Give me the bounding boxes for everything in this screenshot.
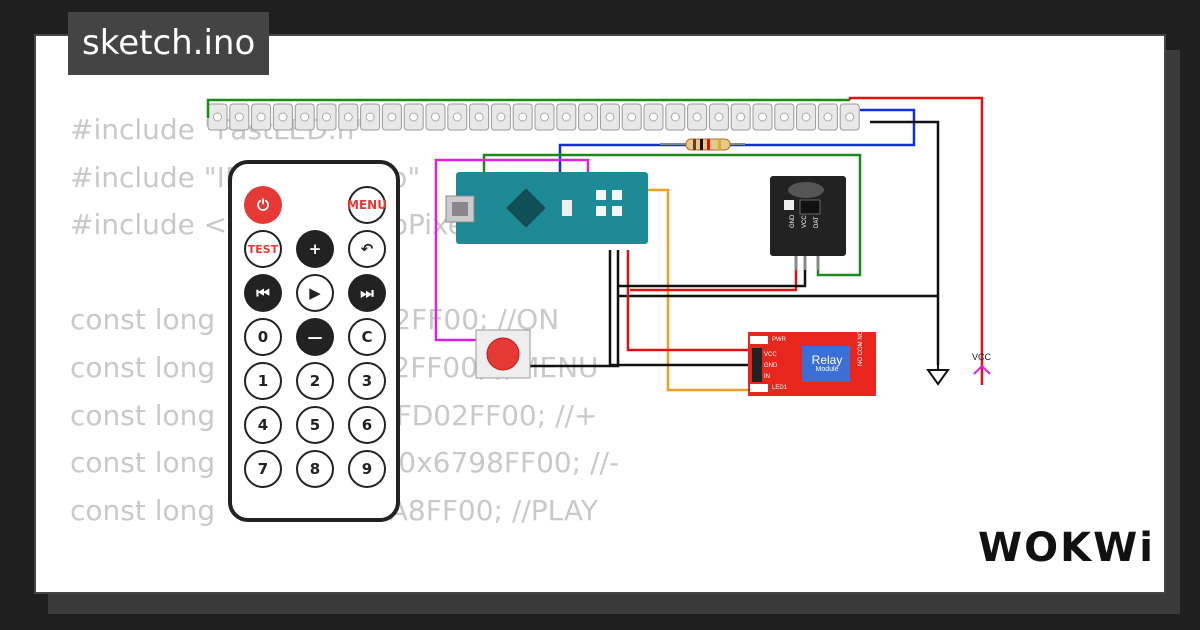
led-pixel-lens: [692, 112, 702, 122]
led-pixel-lens: [801, 112, 811, 122]
arduino-nano[interactable]: [445, 172, 648, 244]
relay-terminals: NO COM NC: [858, 331, 864, 366]
wire-red-ir: [630, 252, 798, 292]
relay-led-pwr: PWR: [772, 337, 786, 343]
relay-pin-gnd: GND: [764, 363, 778, 369]
led-pixel-lens: [474, 112, 484, 122]
remote-button-c[interactable]: C: [348, 318, 386, 356]
led-pixel-lens: [322, 112, 331, 122]
wire-black-gnd: [870, 120, 940, 365]
remote-button-next[interactable]: ⏭: [348, 274, 386, 312]
wire-black-ir: [618, 252, 807, 288]
remote-button-play[interactable]: ▶: [296, 274, 334, 312]
relay-led-1: LED1: [772, 385, 788, 391]
sketch-title: sketch.ino: [68, 12, 270, 75]
remote-button-6[interactable]: 6: [348, 406, 386, 444]
remote-button-0[interactable]: 0: [244, 318, 282, 356]
wire-red-relay: [626, 250, 748, 352]
remote-button-9[interactable]: 9: [348, 450, 386, 488]
led-pixel-lens: [409, 112, 419, 122]
led-pixel-lens: [213, 112, 222, 122]
relay-label: Relay: [811, 353, 843, 367]
led-pixel-lens: [431, 112, 440, 122]
wokwi-logo: WOKWi: [978, 525, 1155, 571]
remote-button-3[interactable]: 3: [348, 362, 386, 400]
ir-pin-vcc-label: VCC: [802, 215, 808, 228]
ir-pin-gnd-label: GND: [790, 214, 796, 228]
relay-pin-in: IN: [764, 374, 770, 380]
led-pixel-lens: [583, 112, 593, 122]
remote-button-prev[interactable]: ⏮: [244, 274, 282, 312]
led-pixel-lens: [627, 112, 637, 122]
led-pixel-lens: [278, 112, 288, 122]
led-pixel-lens: [823, 112, 833, 122]
relay-sublabel: Module: [815, 366, 839, 373]
led-pixel-lens: [649, 112, 658, 122]
led-strip[interactable]: [207, 103, 860, 131]
relay-label-group: Relay Module: [805, 354, 849, 374]
wire-red-vcc: [848, 96, 984, 385]
remote-button-power[interactable]: ⏻: [244, 186, 282, 224]
led-pixel-lens: [670, 112, 680, 122]
relay-pin-vcc: VCC: [764, 352, 777, 358]
led-pixel-lens: [736, 112, 746, 122]
led-pixel-lens: [452, 112, 462, 122]
ir-pin-dat-label: DAT: [814, 216, 820, 228]
remote-button-7[interactable]: 7: [244, 450, 282, 488]
led-pixel-lens: [605, 112, 615, 122]
wire-green-strip: [206, 98, 850, 118]
push-button[interactable]: [475, 329, 531, 379]
remote-button-4[interactable]: 4: [244, 406, 282, 444]
remote-button-2[interactable]: 2: [296, 362, 334, 400]
relay-pins: VCC GND IN: [764, 350, 777, 383]
wire-black-btn: [530, 250, 620, 368]
relay-module[interactable]: [748, 332, 876, 396]
remote-button-menu[interactable]: MENU: [347, 186, 387, 224]
remote-button-plus[interactable]: +: [296, 230, 334, 268]
remote-button-minus[interactable]: —: [296, 318, 334, 356]
remote-button-test[interactable]: TEST: [244, 230, 282, 268]
remote-button-back[interactable]: ↶: [348, 230, 386, 268]
led-pixel-lens: [234, 112, 244, 122]
wire-black-relay: [608, 250, 748, 367]
led-pixel-lens: [343, 112, 353, 122]
led-pixel-lens: [387, 112, 397, 122]
remote-button-8[interactable]: 8: [296, 450, 334, 488]
remote-button-1[interactable]: 1: [244, 362, 282, 400]
led-pixel-lens: [365, 112, 375, 122]
wire-magenta: [434, 158, 590, 342]
led-pixel-lens: [540, 112, 549, 122]
led-pixel-lens: [300, 112, 310, 122]
resistor[interactable]: [660, 138, 745, 151]
led-pixel-lens: [779, 112, 789, 122]
ground-symbol: [926, 365, 950, 386]
vcc-label: VCC: [972, 352, 992, 362]
ir-receiver[interactable]: [770, 176, 846, 270]
led-pixel-lens: [256, 112, 266, 122]
led-pixel-lens: [496, 112, 506, 122]
led-pixel-lens: [845, 112, 855, 122]
led-pixel-lens: [714, 112, 724, 122]
led-pixel-lens: [561, 112, 571, 122]
led-pixel-lens: [518, 112, 528, 122]
vcc-symbol: [973, 364, 991, 375]
led-pixel-lens: [758, 112, 767, 122]
code-line: const long TIMER = 0xDD22FF00; //TEST: [70, 582, 649, 592]
remote-button-5[interactable]: 5: [296, 406, 334, 444]
